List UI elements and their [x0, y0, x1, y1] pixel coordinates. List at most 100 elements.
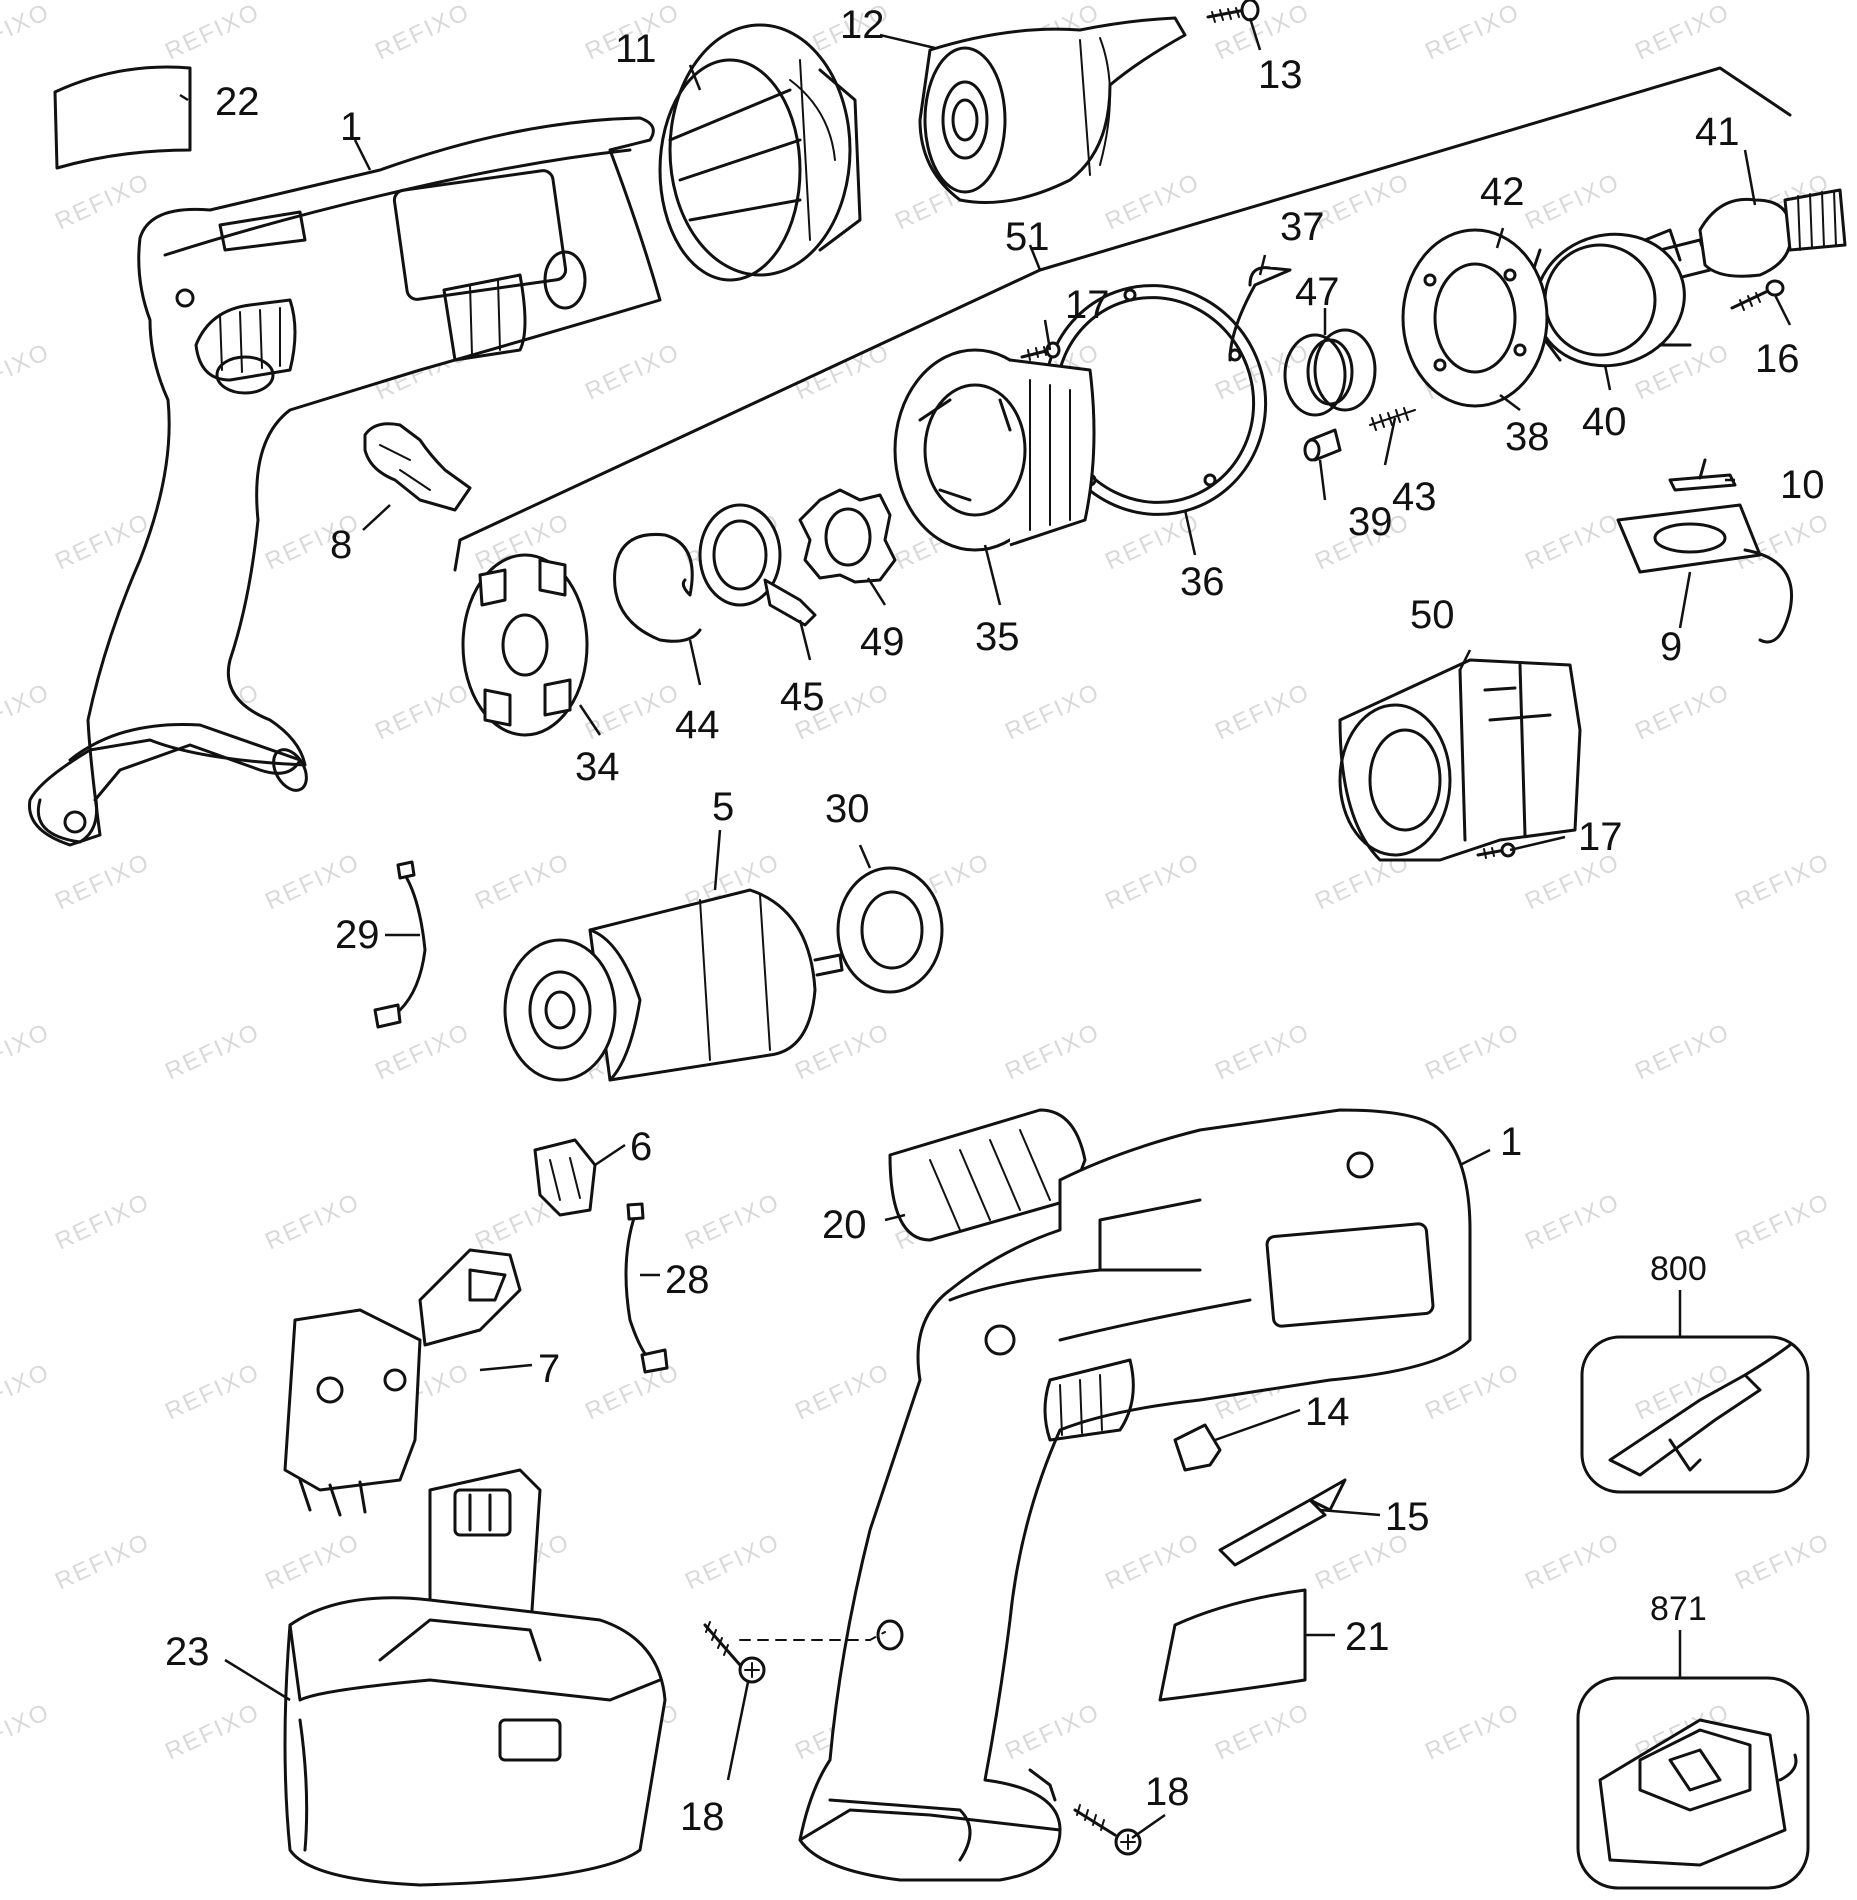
watermark-text: REFIXO: [0, 0, 54, 65]
watermark-text: REFIXO: [261, 1188, 364, 1255]
callout-51: 51: [1005, 215, 1050, 259]
watermark-text: REFIXO: [1631, 678, 1734, 745]
watermark-text: REFIXO: [371, 678, 474, 745]
watermark-text: REFIXO: [791, 338, 894, 405]
part-18-screw-b[interactable]: [1073, 1804, 1142, 1856]
part-37-wire-spring[interactable]: [1228, 266, 1292, 362]
watermark-text: REFIXO: [261, 848, 364, 915]
watermark-text: REFIXO: [51, 1188, 154, 1255]
leader-lines: [179, 17, 1792, 1840]
callout-34: 34: [575, 745, 620, 789]
part-1-housing-right-half[interactable]: [798, 1108, 1472, 1882]
part-22-label[interactable]: [53, 65, 192, 170]
watermark-text: REFIXO: [161, 0, 264, 65]
part-800-accessory[interactable]: [1580, 1335, 1810, 1494]
part-51-assembly-bracket: [453, 66, 1792, 572]
callout-1-top: 1: [340, 105, 362, 149]
callout-12: 12: [840, 3, 885, 47]
watermark-text: REFIXO: [1001, 1018, 1104, 1085]
part-21-label[interactable]: [1158, 1588, 1307, 1702]
part-14-clip[interactable]: [1173, 1423, 1222, 1472]
part-30-washer[interactable]: [836, 866, 944, 994]
callout-labels: 22 1 11 12 13 51 17 37 47 42 41 16 40 38…: [165, 3, 1825, 1839]
part-28-wire[interactable]: [624, 1202, 669, 1374]
watermark-text: REFIXO: [1001, 1698, 1104, 1765]
part-11-chuck-sleeve[interactable]: [658, 23, 862, 282]
watermark-text: REFIXO: [1631, 1018, 1734, 1085]
callout-39: 39: [1348, 500, 1393, 544]
callout-11: 11: [615, 27, 657, 71]
callout-17-a: 17: [1065, 283, 1110, 327]
callout-5: 5: [712, 785, 734, 829]
watermark-text: REFIXO: [371, 0, 474, 65]
part-49-planet-carrier[interactable]: [798, 488, 897, 584]
watermark-text: REFIXO: [791, 1358, 894, 1425]
callout-1-bottom: 1: [1500, 1120, 1522, 1164]
part-43-spring[interactable]: [1369, 407, 1416, 431]
watermark-text: REFIXO: [1521, 1188, 1624, 1255]
watermark-text: REFIXO: [0, 1698, 54, 1765]
part-39-pin[interactable]: [1303, 428, 1342, 462]
watermark-text: REFIXO: [1521, 508, 1624, 575]
watermark-text: REFIXO: [1631, 0, 1734, 65]
part-15-bit[interactable]: [1218, 1478, 1347, 1567]
part-29-wire[interactable]: [373, 860, 427, 1029]
callout-8: 8: [330, 523, 352, 567]
part-35-gear-case[interactable]: [893, 348, 1096, 552]
watermark-text: REFIXO: [51, 168, 154, 235]
watermark-text: REFIXO: [471, 848, 574, 915]
watermark-text: REFIXO: [1521, 1528, 1624, 1595]
watermark-text: REFIXO: [1421, 1698, 1524, 1765]
callout-23: 23: [165, 1630, 210, 1674]
callout-16: 16: [1755, 337, 1800, 381]
watermark-text: REFIXO: [1421, 1018, 1524, 1085]
callout-20: 20: [822, 1203, 867, 1247]
part-871-charger[interactable]: [1576, 1676, 1810, 1890]
part-17-screw-a[interactable]: [1020, 341, 1061, 361]
part-9-plate[interactable]: [1616, 503, 1793, 644]
part-50-clutch-housing[interactable]: [1338, 658, 1582, 862]
part-6-terminal[interactable]: [533, 1138, 597, 1217]
part-23-battery-pack[interactable]: [283, 1468, 667, 1887]
part-10-clip[interactable]: [1668, 458, 1737, 492]
watermark-text: REFIXO: [1311, 168, 1414, 235]
callout-18-a: 18: [680, 1795, 725, 1839]
watermark-text: REFIXO: [0, 1358, 54, 1425]
part-34-motor-plate[interactable]: [461, 553, 589, 737]
callout-35: 35: [975, 615, 1020, 659]
callout-9: 9: [1660, 625, 1682, 669]
watermark-text: REFIXO: [1731, 848, 1834, 915]
watermark-text: REFIXO: [581, 678, 684, 745]
part-12-keyless-chuck[interactable]: [918, 16, 1187, 204]
callout-38: 38: [1505, 415, 1550, 459]
part-45-shift-ring[interactable]: [698, 503, 817, 627]
part-20-vent-cover[interactable]: [888, 1108, 1087, 1242]
callout-21: 21: [1345, 1615, 1390, 1659]
part-40-ring-gear[interactable]: [1521, 218, 1700, 382]
part-13-screw[interactable]: [1206, 0, 1260, 23]
watermark-text: REFIXO: [1211, 678, 1314, 745]
callout-10: 10: [1780, 463, 1825, 507]
callout-28: 28: [665, 1258, 710, 1302]
watermark-text: REFIXO: [1521, 168, 1624, 235]
part-38-clutch-plate[interactable]: [1401, 228, 1549, 408]
part-44-snap-ring[interactable]: [613, 532, 702, 643]
watermark-text: REFIXO: [681, 1528, 784, 1595]
watermark-text: REFIXO: [0, 678, 54, 745]
watermark-text: REFIXO: [51, 1528, 154, 1595]
screw-alignment-dashed-line: [739, 1631, 886, 1641]
part-47-springs[interactable]: [1283, 328, 1377, 417]
part-5-motor[interactable]: [503, 888, 844, 1082]
part-18-screw-a[interactable]: [703, 1621, 766, 1684]
callout-40: 40: [1582, 400, 1627, 444]
watermark-text: REFIXO: [0, 338, 54, 405]
part-1-housing-left-half[interactable]: [28, 116, 662, 847]
callout-44: 44: [675, 703, 720, 747]
watermark-text: REFIXO: [51, 848, 154, 915]
watermark-text: REFIXO: [1001, 678, 1104, 745]
watermark-text: REFIXO: [1421, 1358, 1524, 1425]
part-7-switch[interactable]: [283, 1248, 522, 1517]
watermark-text: REFIXO: [371, 1018, 474, 1085]
part-8-brush-holder[interactable]: [363, 422, 472, 512]
